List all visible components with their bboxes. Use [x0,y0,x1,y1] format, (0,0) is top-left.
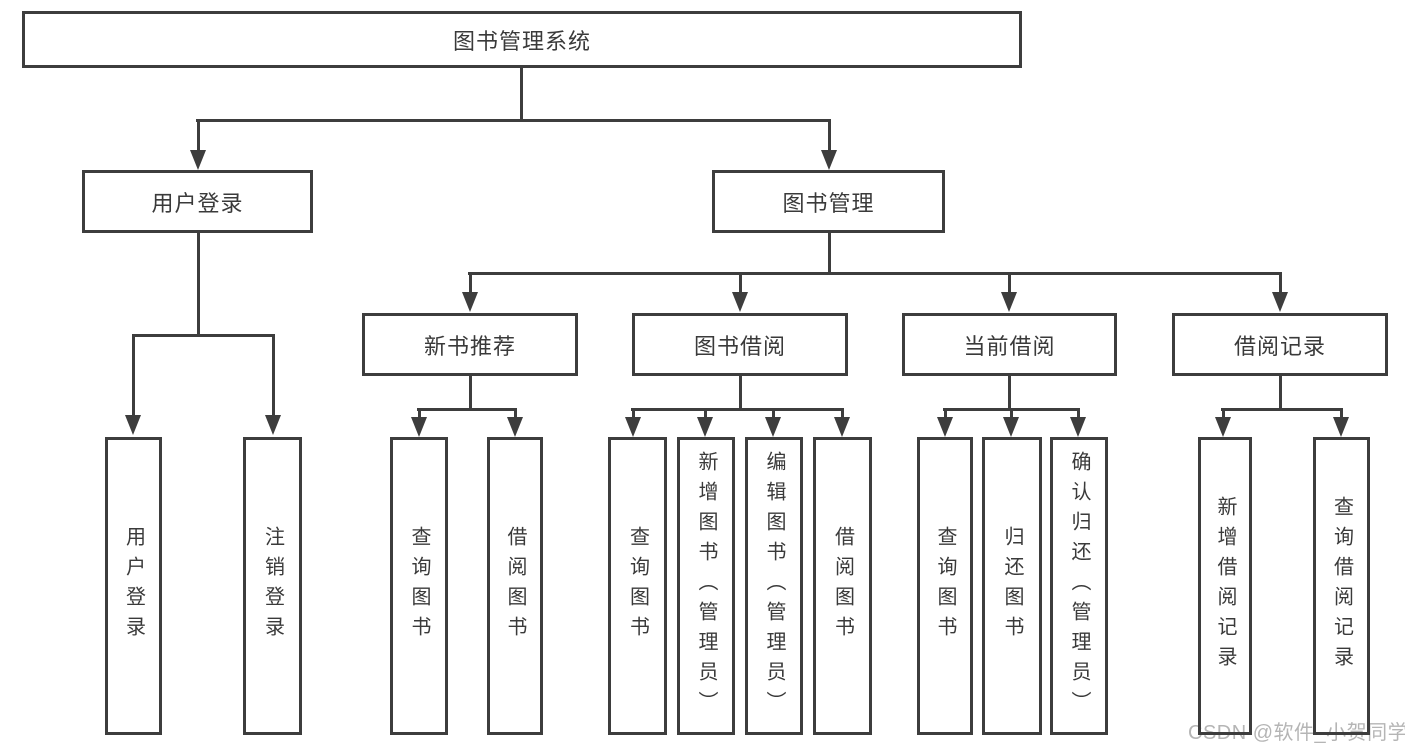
leaf-borrow-books: 借阅图书 [813,437,872,735]
connector-line [1008,376,1011,410]
leaf-logout: 注销登录 [243,437,302,735]
leaf-query-books-current: 查询图书 [917,437,973,735]
connector-line [197,119,200,151]
connector-line [704,408,707,419]
connector-arrowhead [625,417,641,437]
connector-line [739,376,742,410]
connector-arrowhead [1070,417,1086,437]
node-root-library-system: 图书管理系统 [22,11,1022,68]
node-book-borrowing: 图书借阅 [632,313,848,376]
connector-arrowhead [265,415,281,435]
leaf-add-borrow-record: 新增借阅记录 [1198,437,1252,735]
connector-line [1340,408,1343,419]
node-borrowing-records: 借阅记录 [1172,313,1388,376]
connector-line [520,68,523,121]
connector-line [469,272,472,294]
connector-arrowhead [1272,292,1288,312]
connector-line [772,408,775,419]
connector-line [514,408,517,419]
connector-arrowhead [732,292,748,312]
leaf-query-books-recommend: 查询图书 [390,437,448,735]
connector-line [469,376,472,410]
connector-arrowhead [937,417,953,437]
connector-line [632,408,635,419]
node-new-book-recommendation: 新书推荐 [362,313,578,376]
connector-line [1279,376,1282,410]
connector-arrowhead [834,417,850,437]
connector-arrowhead [697,417,713,437]
connector-line [1221,408,1343,411]
connector-line [828,233,831,274]
connector-line [944,408,947,419]
connector-line [197,233,200,336]
connector-line [1077,408,1080,419]
leaf-borrow-books-recommend: 借阅图书 [487,437,543,735]
connector-line [1279,272,1282,294]
connector-line [468,272,1282,275]
connector-arrowhead [125,415,141,435]
connector-arrowhead [507,417,523,437]
connector-arrowhead [1001,292,1017,312]
connector-arrowhead [1003,417,1019,437]
connector-line [841,408,844,419]
leaf-return-books: 归还图书 [982,437,1042,735]
node-book-management: 图书管理 [712,170,945,233]
connector-arrowhead [765,417,781,437]
connector-line [1222,408,1225,419]
leaf-add-books-admin: 新增图书（管理员） [677,437,735,735]
connector-line [1010,408,1013,419]
leaf-confirm-return-admin: 确认归还（管理员） [1050,437,1108,735]
connector-arrowhead [1215,417,1231,437]
connector-line [418,408,421,419]
connector-arrowhead [462,292,478,312]
leaf-edit-books-admin: 编辑图书（管理员） [745,437,803,735]
connector-line [196,119,831,122]
connector-line [631,408,844,411]
connector-line [272,334,275,416]
leaf-query-borrow-record: 查询借阅记录 [1313,437,1370,735]
node-user-login: 用户登录 [82,170,313,233]
leaf-user-login: 用户登录 [105,437,162,735]
leaf-query-books-borrowing: 查询图书 [608,437,667,735]
connector-line [417,408,517,411]
connector-arrowhead [411,417,427,437]
connector-line [132,334,275,337]
connector-arrowhead [190,150,206,170]
connector-arrowhead [821,150,837,170]
node-current-borrowing: 当前借阅 [902,313,1117,376]
connector-line [828,119,831,151]
connector-line [739,272,742,294]
csdn-watermark: CSDN @软件_小贺同学 [1188,722,1405,744]
connector-line [132,334,135,416]
connector-line [1008,272,1011,294]
connector-arrowhead [1333,417,1349,437]
